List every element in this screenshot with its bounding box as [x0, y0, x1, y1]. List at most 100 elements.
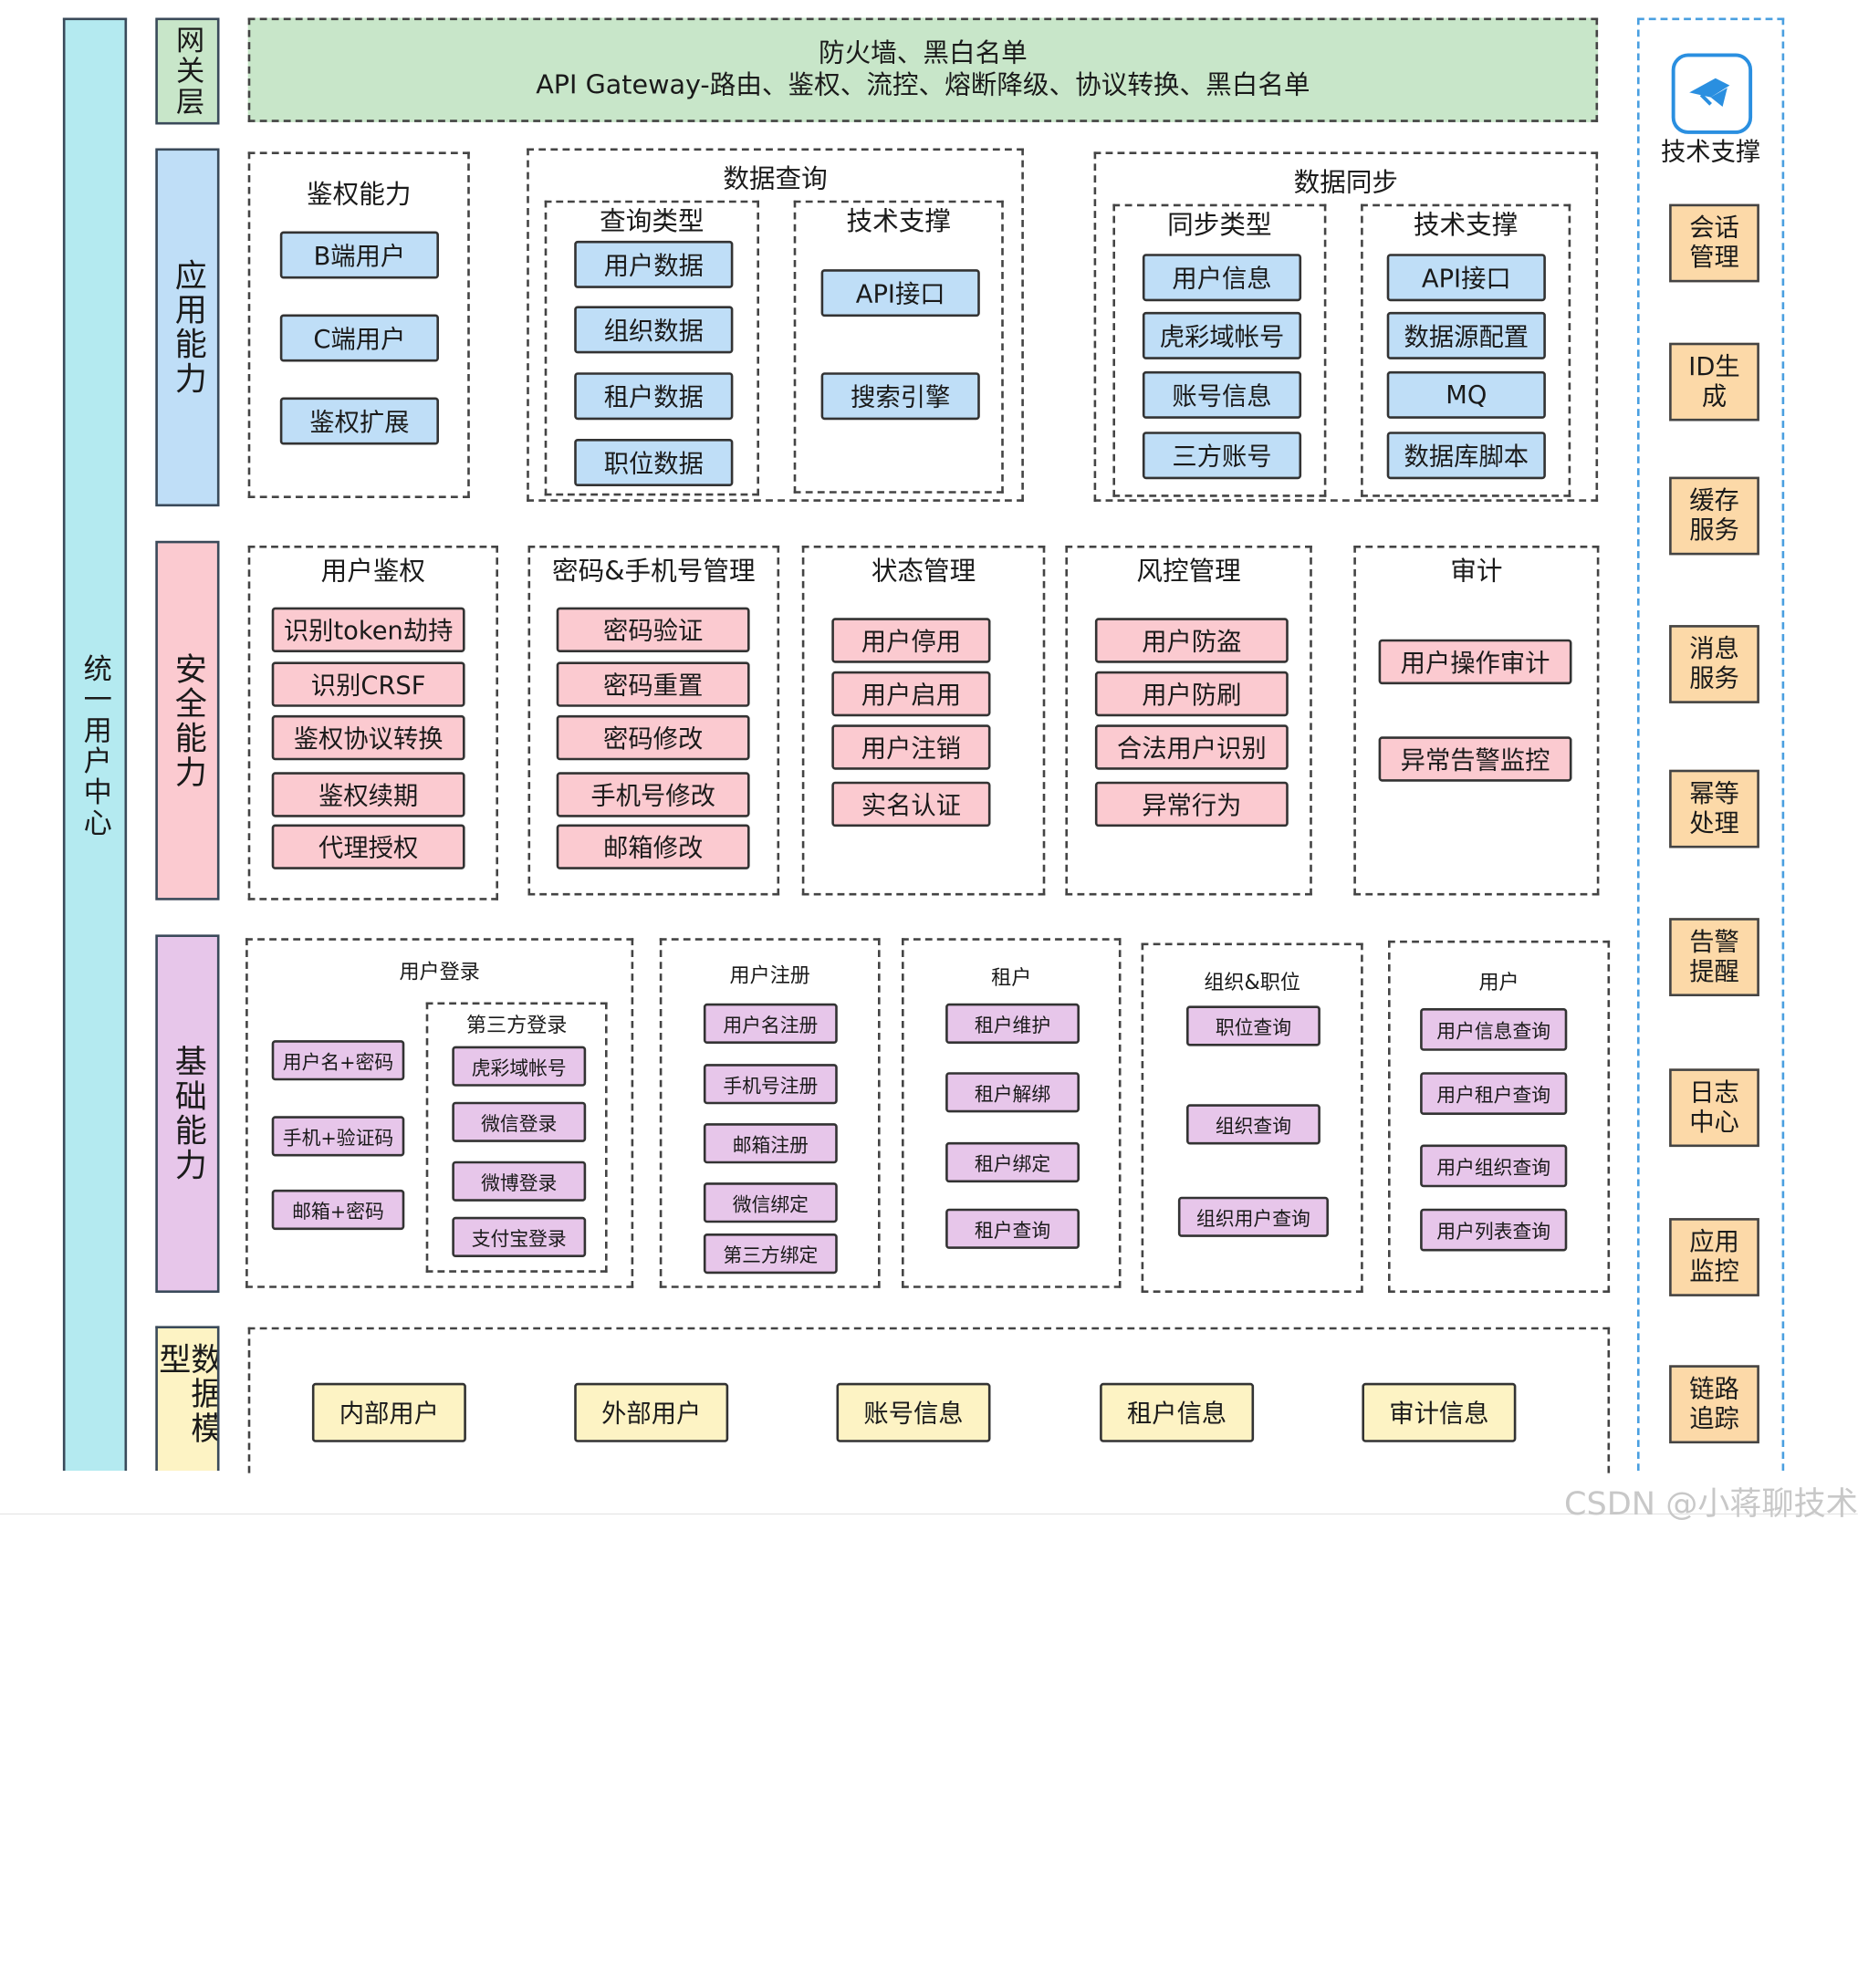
user-item-2: 用户租户查询 — [1420, 1072, 1568, 1115]
password-title: 密码&手机号管理 — [552, 557, 756, 588]
sync-tech-group: 技术支撑 API接口 数据源配置 MQ 数据库脚本 — [1361, 203, 1571, 497]
login-title: 用户登录 — [399, 961, 480, 984]
tech-item-message: 消息 服务 — [1669, 625, 1759, 703]
query-tech-title: 技术支撑 — [846, 207, 951, 237]
data-model-group: 内部用户 外部用户 账号信息 租户信息 审计信息 — [247, 1327, 1611, 1473]
sync-types-title: 同步类型 — [1167, 211, 1272, 241]
tech-item-alert: 告警 提醒 — [1669, 918, 1759, 996]
tenant-item-2: 租户解绑 — [945, 1072, 1080, 1113]
risk-item-2: 用户防刷 — [1094, 671, 1289, 717]
risk-item-3: 合法用户识别 — [1094, 724, 1289, 770]
tenant-title: 租户 — [991, 966, 1032, 991]
auth-item-c: C端用户 — [279, 314, 439, 362]
third-login-item-1: 虎彩域帐号 — [452, 1046, 587, 1087]
sync-type-user: 用户信息 — [1142, 254, 1302, 302]
user-group: 用户 用户信息查询 用户租户查询 用户组织查询 用户列表查询 — [1388, 940, 1611, 1293]
query-types-title: 查询类型 — [600, 207, 705, 237]
state-item-4: 实名认证 — [831, 781, 991, 827]
layer-app-label: 应用能力 — [169, 258, 206, 397]
sync-type-domain: 虎彩域帐号 — [1142, 311, 1302, 359]
unified-user-center-label: 统一用户中心 — [78, 652, 112, 838]
gateway-line-2: API Gateway-路由、鉴权、流控、熔断降级、协议转换、黑白名单 — [536, 71, 1310, 101]
password-group: 密码&手机号管理 密码验证 密码重置 密码修改 手机号修改 邮箱修改 — [527, 546, 780, 896]
layer-gateway: 网关层 — [155, 17, 220, 125]
org-item-2: 组织查询 — [1186, 1104, 1320, 1145]
third-login-group: 第三方登录 虎彩域帐号 微信登录 微博登录 支付宝登录 — [425, 1002, 608, 1273]
sync-types-group: 同步类型 用户信息 虎彩域帐号 账号信息 三方账号 — [1112, 203, 1327, 497]
register-item-5: 第三方绑定 — [703, 1233, 838, 1275]
layer-base: 基础能力 — [155, 934, 220, 1293]
layer-data: 数据模型 — [155, 1326, 220, 1471]
state-group: 状态管理 用户停用 用户启用 用户注销 实名认证 — [801, 546, 1046, 896]
query-tech-search: 搜索引擎 — [820, 372, 980, 421]
query-tech-group: 技术支撑 API接口 搜索引擎 — [793, 200, 1004, 494]
gateway-panel: 防火墙、黑白名单 API Gateway-路由、鉴权、流控、熔断降级、协议转换、… — [247, 17, 1599, 122]
user-auth-group: 用户鉴权 识别token劫持 识别CRSF 鉴权协议转换 鉴权续期 代理授权 — [247, 546, 498, 900]
password-item-3: 密码修改 — [556, 714, 750, 761]
password-item-1: 密码验证 — [556, 607, 750, 652]
state-item-1: 用户停用 — [831, 618, 991, 663]
org-item-1: 职位查询 — [1186, 1005, 1320, 1046]
user-item-1: 用户信息查询 — [1420, 1008, 1568, 1051]
query-group: 数据查询 查询类型 用户数据 组织数据 租户数据 职位数据 技术支撑 API接口… — [527, 148, 1024, 502]
tech-item-cache: 缓存 服务 — [1669, 476, 1759, 556]
layer-app: 应用能力 — [155, 148, 220, 507]
register-group: 用户注册 用户名注册 手机号注册 邮箱注册 微信绑定 第三方绑定 — [659, 938, 881, 1288]
user-item-4: 用户列表查询 — [1420, 1208, 1568, 1252]
user-title: 用户 — [1478, 971, 1519, 995]
user-item-3: 用户组织查询 — [1420, 1144, 1568, 1188]
register-item-2: 手机号注册 — [703, 1064, 838, 1105]
layer-gateway-label: 网关层 — [171, 25, 204, 118]
layer-base-label: 基础能力 — [169, 1045, 206, 1183]
org-title: 组织&职位 — [1204, 971, 1300, 995]
tech-support-column: 技术支撑 会话 管理 ID生 成 缓存 服务 消息 服务 幂等 处理 告警 提醒… — [1636, 17, 1785, 1471]
org-item-3: 组织用户查询 — [1177, 1196, 1329, 1237]
org-group: 组织&职位 职位查询 组织查询 组织用户查询 — [1141, 942, 1363, 1293]
tech-item-trace: 链路 追踪 — [1669, 1365, 1759, 1444]
password-item-2: 密码重置 — [556, 661, 750, 707]
data-model-item-4: 租户信息 — [1100, 1382, 1255, 1442]
user-auth-item-3: 鉴权协议转换 — [271, 714, 465, 761]
logo-icon — [1671, 53, 1753, 134]
tenant-item-3: 租户绑定 — [945, 1141, 1080, 1183]
gateway-line-1: 防火墙、黑白名单 — [818, 38, 1028, 68]
user-auth-item-5: 代理授权 — [271, 824, 465, 869]
sync-tech-datasource: 数据源配置 — [1386, 311, 1546, 359]
query-types-group: 查询类型 用户数据 组织数据 租户数据 职位数据 — [544, 200, 759, 496]
risk-group: 风控管理 用户防盗 用户防刷 合法用户识别 异常行为 — [1065, 546, 1312, 896]
sync-tech-dbscript: 数据库脚本 — [1386, 432, 1546, 480]
tech-item-session: 会话 管理 — [1669, 203, 1759, 283]
query-group-title: 数据查询 — [723, 164, 828, 195]
register-item-4: 微信绑定 — [703, 1182, 838, 1223]
risk-item-4: 异常行为 — [1094, 781, 1289, 827]
layer-data-label: 数据模型 — [155, 1342, 220, 1446]
tenant-item-4: 租户查询 — [945, 1208, 1080, 1249]
register-title: 用户注册 — [729, 963, 810, 988]
user-auth-item-1: 识别token劫持 — [271, 607, 465, 652]
third-login-title: 第三方登录 — [465, 1014, 568, 1038]
third-login-item-2: 微信登录 — [452, 1101, 587, 1142]
audit-group: 审计 用户操作审计 异常告警监控 — [1353, 546, 1600, 896]
audit-item-1: 用户操作审计 — [1378, 639, 1572, 685]
register-item-3: 邮箱注册 — [703, 1123, 838, 1164]
query-type-tenant: 租户数据 — [574, 372, 734, 421]
auth-group-title: 鉴权能力 — [307, 180, 412, 211]
login-group: 用户登录 用户名+密码 手机+验证码 邮箱+密码 第三方登录 虎彩域帐号 微信登… — [245, 938, 634, 1288]
user-auth-title: 用户鉴权 — [320, 557, 426, 588]
sync-group-title: 数据同步 — [1293, 168, 1399, 199]
unified-user-center-band: 统一用户中心 — [62, 17, 128, 1471]
sync-tech-mq: MQ — [1386, 370, 1546, 419]
risk-title: 风控管理 — [1136, 557, 1241, 588]
login-item-1: 用户名+密码 — [271, 1040, 405, 1081]
query-type-org: 组织数据 — [574, 306, 734, 354]
audit-title: 审计 — [1450, 557, 1503, 588]
data-model-item-1: 内部用户 — [311, 1382, 466, 1442]
tech-support-title: 技术支撑 — [1660, 137, 1761, 166]
tenant-group: 租户 租户维护 租户解绑 租户绑定 租户查询 — [901, 938, 1122, 1288]
third-login-item-4: 支付宝登录 — [452, 1216, 587, 1257]
data-model-item-5: 审计信息 — [1362, 1382, 1517, 1442]
sync-group: 数据同步 同步类型 用户信息 虎彩域帐号 账号信息 三方账号 技术支撑 API接… — [1093, 151, 1599, 502]
query-type-user: 用户数据 — [574, 240, 734, 288]
layer-security-label: 安全能力 — [169, 651, 206, 790]
state-item-3: 用户注销 — [831, 724, 991, 770]
